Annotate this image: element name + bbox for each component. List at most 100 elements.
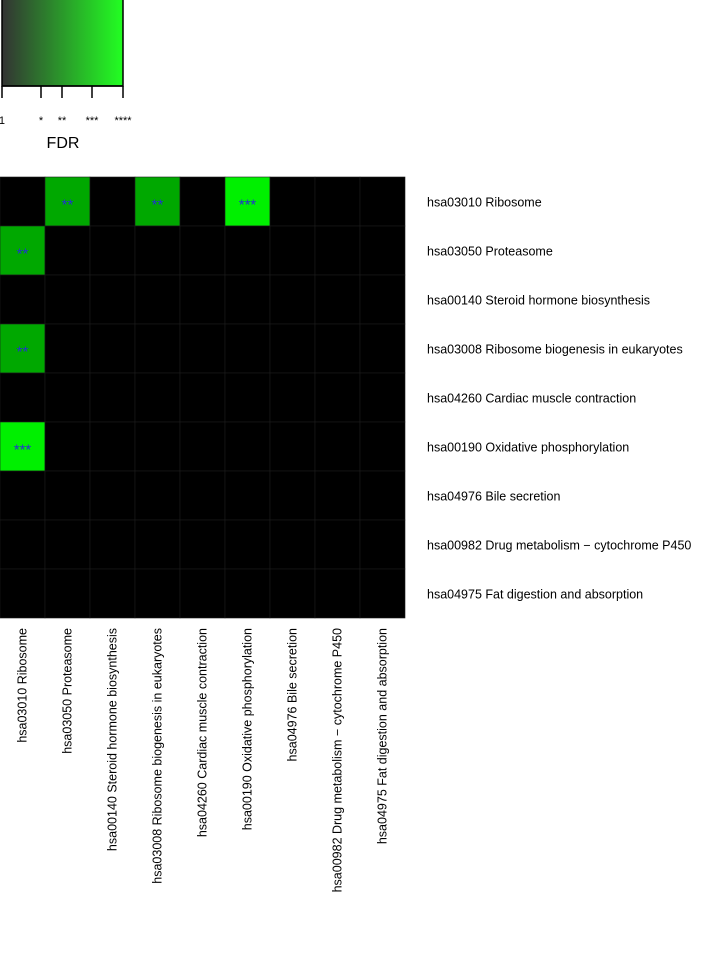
row-label: hsa00140 Steroid hormone biosynthesis	[427, 294, 650, 308]
heatmap-cell	[44, 372, 91, 423]
cell-significance-label: ***	[239, 197, 257, 214]
heatmap-cell	[224, 421, 271, 472]
heatmap-cell	[359, 274, 406, 325]
heatmap-cell	[359, 568, 406, 619]
heatmap-cell	[179, 176, 226, 227]
heatmap-cell	[269, 421, 316, 472]
heatmap-cell	[134, 568, 181, 619]
cell-significance-label: **	[152, 197, 164, 214]
column-label: hsa03008 Ribosome biogenesis in eukaryot…	[151, 628, 165, 884]
heatmap-cell	[134, 519, 181, 570]
column-label: hsa04975 Fat digestion and absorption	[376, 628, 390, 844]
heatmap-cell	[179, 470, 226, 521]
heatmap-cell	[44, 470, 91, 521]
heatmap-cell	[134, 274, 181, 325]
heatmap-cell	[224, 372, 271, 423]
heatmap-cell	[134, 323, 181, 374]
heatmap-cell	[0, 470, 46, 521]
heatmap-cell	[89, 421, 136, 472]
heatmap-cell	[224, 225, 271, 276]
heatmap-cell	[269, 372, 316, 423]
legend-title: FDR	[47, 135, 80, 152]
heatmap-cell	[89, 225, 136, 276]
cell-significance-label: **	[17, 246, 29, 263]
column-label: hsa04260 Cardiac muscle contraction	[196, 628, 210, 837]
heatmap-cell	[89, 323, 136, 374]
legend-tick-label: *	[39, 115, 44, 127]
heatmap-cell	[179, 323, 226, 374]
heatmap-cell	[179, 421, 226, 472]
heatmap-cell	[179, 568, 226, 619]
heatmap-cell	[89, 470, 136, 521]
legend-tick-label: ****	[114, 115, 132, 127]
heatmap-cell	[89, 519, 136, 570]
heatmap-cell	[179, 519, 226, 570]
heatmap-cell	[44, 225, 91, 276]
cell-significance-label: **	[17, 344, 29, 361]
heatmap-cell	[359, 176, 406, 227]
heatmap-cell	[314, 372, 361, 423]
column-label: hsa03050 Proteasome	[61, 628, 75, 754]
column-label: hsa03010 Ribosome	[16, 628, 30, 743]
heatmap-cell	[224, 470, 271, 521]
heatmap-cell	[179, 225, 226, 276]
row-label: hsa00982 Drug metabolism − cytochrome P4…	[427, 539, 691, 553]
heatmap-cell	[89, 568, 136, 619]
heatmap-cell	[134, 225, 181, 276]
legend-tick-label: ***	[86, 115, 100, 127]
heatmap-cell	[359, 372, 406, 423]
heatmap-cell	[269, 470, 316, 521]
heatmap-cell	[179, 274, 226, 325]
column-label: hsa00982 Drug metabolism − cytochrome P4…	[331, 628, 345, 892]
row-label: hsa03010 Ribosome	[427, 196, 542, 210]
color-legend: FDR	[1, 0, 124, 152]
legend-color-bar	[1, 0, 124, 87]
row-label: hsa00190 Oxidative phosphorylation	[427, 441, 629, 455]
row-label: hsa04260 Cardiac muscle contraction	[427, 392, 636, 406]
heatmap-cell	[269, 568, 316, 619]
cell-significance-label: ***	[14, 442, 32, 459]
heatmap-cell	[269, 323, 316, 374]
heatmap-cell	[314, 225, 361, 276]
heatmap-cell	[269, 176, 316, 227]
heatmap-cell	[89, 176, 136, 227]
heatmap-cell	[359, 519, 406, 570]
heatmap-cell	[224, 519, 271, 570]
heatmap-cell	[269, 225, 316, 276]
cell-significance-label: **	[62, 197, 74, 214]
heatmap-cell	[0, 274, 46, 325]
heatmap-cell	[44, 274, 91, 325]
heatmap-cell	[224, 274, 271, 325]
heatmap-cell	[314, 274, 361, 325]
heatmap-cell	[44, 421, 91, 472]
heatmap-cell	[314, 323, 361, 374]
heatmap-cell	[314, 176, 361, 227]
heatmap-cell	[134, 470, 181, 521]
heatmap-cell	[44, 323, 91, 374]
heatmap-cell	[314, 568, 361, 619]
heatmap-cell	[0, 176, 46, 227]
heatmap-cell	[224, 568, 271, 619]
heatmap-cell	[269, 519, 316, 570]
heatmap-cell	[179, 372, 226, 423]
heatmap-cell	[269, 274, 316, 325]
heatmap-cell	[359, 421, 406, 472]
heatmap-cell	[0, 372, 46, 423]
heatmap-cell	[134, 421, 181, 472]
heatmap-cell	[44, 568, 91, 619]
row-label: hsa03008 Ribosome biogenesis in eukaryot…	[427, 343, 683, 357]
heatmap-cell	[0, 519, 46, 570]
heatmap-cell	[359, 470, 406, 521]
heatmap-cell	[314, 470, 361, 521]
legend-tick-label: **	[58, 115, 67, 127]
heatmap-cell	[314, 519, 361, 570]
heatmap-cell	[44, 519, 91, 570]
row-label: hsa04976 Bile secretion	[427, 490, 560, 504]
heatmap-cell	[89, 372, 136, 423]
column-label: hsa04976 Bile secretion	[286, 628, 300, 761]
heatmap-cell	[314, 421, 361, 472]
heatmap-cell	[359, 323, 406, 374]
heatmap-cell	[224, 323, 271, 374]
heatmap-cell	[89, 274, 136, 325]
